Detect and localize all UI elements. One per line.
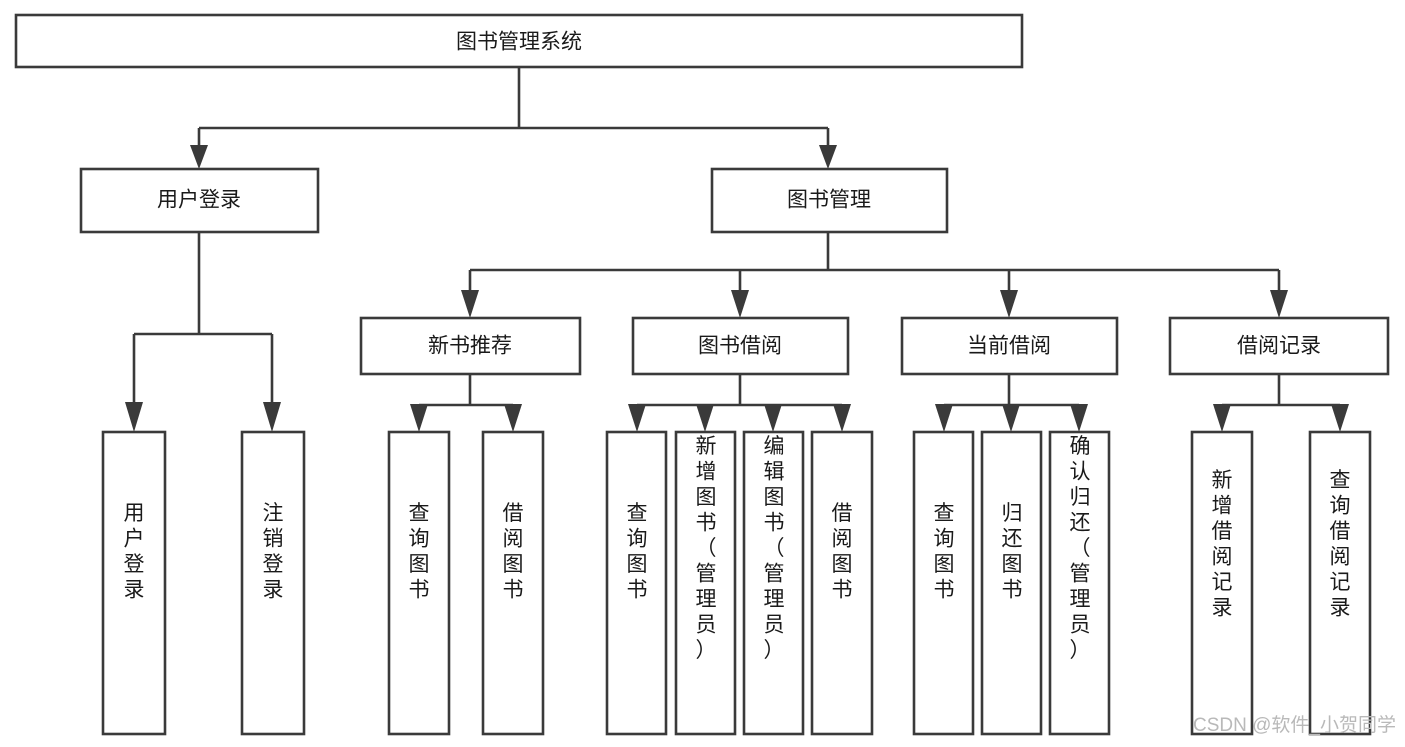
node-leaf-borrow-book-borrow[interactable]: 借阅图书: [810, 430, 874, 736]
arrow-head-leaf-return-book: [1002, 404, 1020, 432]
node-leaf-edit-book-admin[interactable]: 编辑图书（管理员）: [742, 430, 805, 736]
node-leaf-query-book-current-label: 查询图书: [934, 502, 955, 602]
arrow-head-borrow-record: [1270, 290, 1288, 318]
arrow-head-user-login: [190, 145, 208, 169]
arrow-head-leaf-borrow-book-1: [504, 404, 522, 432]
node-leaf-logout-label: 注销登录: [263, 502, 284, 602]
arrow-head-leaf-query-book-2: [628, 404, 646, 432]
node-leaf-query-book-new[interactable]: 查询图书: [387, 430, 451, 736]
arrow-head-leaf-logout: [263, 402, 281, 432]
arrow-head-new-book: [461, 290, 479, 318]
node-leaf-borrow-book-borrow-label: 借阅图书: [832, 502, 853, 602]
node-leaf-query-book-borrow-label: 查询图书: [627, 502, 648, 602]
node-new-book-recommend-label: 新书推荐: [428, 335, 512, 358]
arrow-head-leaf-borrow-book-2: [833, 404, 851, 432]
arrow-head-leaf-add-record: [1213, 404, 1231, 432]
arrow-head-leaf-confirm-return: [1070, 404, 1088, 432]
node-root-label: 图书管理系统: [456, 31, 582, 54]
node-leaf-query-book-new-label: 查询图书: [409, 502, 430, 602]
node-borrow-record-label: 借阅记录: [1237, 335, 1321, 358]
node-leaf-add-borrow-record[interactable]: 新增借阅记录: [1190, 430, 1254, 736]
node-leaf-add-borrow-record-label: 新增借阅记录: [1212, 469, 1233, 620]
arrow-head-current-borrow: [1000, 290, 1018, 318]
node-leaf-query-borrow-record[interactable]: 查询借阅记录: [1308, 430, 1372, 736]
connector-layer: [125, 67, 1349, 432]
arrow-head-book-borrow: [731, 290, 749, 318]
node-borrow-record[interactable]: 借阅记录: [1168, 316, 1390, 376]
node-current-borrow[interactable]: 当前借阅: [900, 316, 1119, 376]
arrow-head-leaf-edit-book: [764, 404, 782, 432]
node-user-login[interactable]: 用户登录: [79, 167, 320, 234]
node-leaf-query-borrow-record-label: 查询借阅记录: [1330, 469, 1351, 620]
node-leaf-borrow-book-new-label: 借阅图书: [503, 502, 524, 602]
node-book-borrow[interactable]: 图书借阅: [631, 316, 850, 376]
arrow-head-leaf-query-book-1: [410, 404, 428, 432]
arrow-head-leaf-user-login: [125, 402, 143, 432]
arrow-head-leaf-add-book: [696, 404, 714, 432]
node-book-management-label: 图书管理: [787, 189, 871, 212]
node-root-book-management-system[interactable]: 图书管理系统: [14, 13, 1024, 69]
node-leaf-confirm-return-admin-label: 确认归还（管理员）: [1070, 435, 1091, 662]
node-leaf-query-book-borrow[interactable]: 查询图书: [605, 430, 668, 736]
node-leaf-edit-book-admin-label: 编辑图书（管理员）: [764, 435, 785, 662]
node-leaf-user-login[interactable]: 用户登录: [101, 430, 167, 736]
node-new-book-recommend[interactable]: 新书推荐: [359, 316, 582, 376]
node-book-borrow-label: 图书借阅: [698, 335, 782, 358]
node-leaf-return-book-label: 归还图书: [1002, 502, 1023, 602]
node-book-management[interactable]: 图书管理: [710, 167, 949, 234]
arrow-head-leaf-query-record: [1331, 404, 1349, 432]
node-leaf-add-book-admin-label: 新增图书（管理员）: [696, 435, 717, 662]
node-leaf-add-book-admin[interactable]: 新增图书（管理员）: [674, 430, 737, 736]
watermark-label: CSDN @软件_小贺同学: [1193, 714, 1396, 736]
node-leaf-confirm-return-admin[interactable]: 确认归还（管理员）: [1048, 430, 1111, 736]
arrow-head-book-mgmt: [819, 145, 837, 169]
node-leaf-logout[interactable]: 注销登录: [240, 430, 306, 736]
node-leaf-borrow-book-new[interactable]: 借阅图书: [481, 430, 545, 736]
node-current-borrow-label: 当前借阅: [967, 335, 1051, 358]
node-leaf-return-book[interactable]: 归还图书: [980, 430, 1043, 736]
node-leaf-query-book-current[interactable]: 查询图书: [912, 430, 975, 736]
node-user-login-label: 用户登录: [157, 189, 241, 212]
node-leaf-user-login-label: 用户登录: [124, 502, 145, 602]
arrow-head-leaf-query-book-3: [935, 404, 953, 432]
